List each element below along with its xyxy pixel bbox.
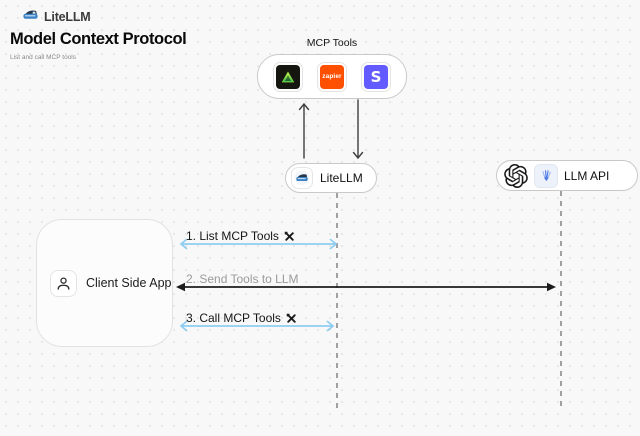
llm-provider-icon: [534, 163, 558, 188]
step-1-label: 1. List MCP Tools: [186, 229, 295, 243]
step-3-label: 3. Call MCP Tools: [186, 311, 297, 325]
litellm-logo-icon: [291, 167, 313, 189]
litellm-node-label: LiteLLM: [320, 171, 363, 185]
tools-icon: [286, 313, 297, 324]
page-title: Model Context Protocol: [10, 30, 187, 48]
tools-icon: [284, 231, 295, 242]
litellm-node: LiteLLM: [285, 163, 377, 193]
stripe-icon: S: [364, 64, 388, 89]
tool-tile-stripe: S: [361, 61, 391, 92]
brand: LiteLLM: [22, 8, 91, 26]
person-icon: [50, 269, 77, 297]
triangle-tool-icon: [276, 64, 300, 89]
llm-api-node: LLM API: [496, 160, 638, 191]
arrowhead-left: [176, 282, 185, 292]
mcp-tools-label: MCP Tools: [306, 37, 358, 49]
llm-api-node-label: LLM API: [564, 168, 610, 183]
brand-name: LiteLLM: [44, 10, 91, 24]
openai-icon: [504, 163, 528, 188]
client-side-app-node: Client Side App: [36, 219, 173, 347]
client-side-app-label: Client Side App: [86, 276, 172, 290]
arrowhead-right: [547, 282, 556, 292]
mcp-tools-box: zapier S: [257, 54, 407, 99]
tool-tile-triangle: [273, 61, 303, 92]
arrow-up-litellm-to-mcp: [298, 102, 310, 159]
page-subtitle: List and call MCP tools: [10, 54, 76, 61]
step-2-label: 2. Send Tools to LLM: [186, 272, 299, 286]
tool-tile-zapier: zapier: [317, 61, 347, 92]
arrow-down-mcp-to-litellm: [352, 99, 364, 160]
zapier-icon: zapier: [320, 64, 344, 89]
litellm-train-icon: [22, 8, 39, 26]
